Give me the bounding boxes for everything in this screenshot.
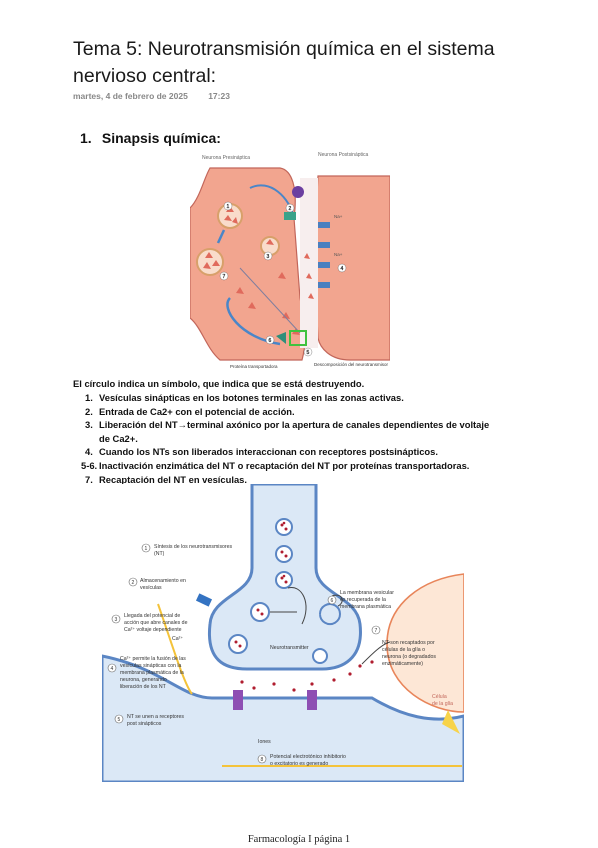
vesicle <box>196 248 224 276</box>
label-action-potential: Llegada del potencial de <box>124 613 180 619</box>
label-membrane-recovery: es recuperada de la <box>340 597 386 603</box>
transport-protein <box>276 332 286 344</box>
neurotransmission-figure: 1 2 3 4 5 6 7 8 Síntesis de los neurotra… <box>102 484 464 782</box>
na-label: Na+ <box>334 214 343 219</box>
calcium-channel <box>284 212 296 220</box>
figure2-number: 5 <box>118 717 121 723</box>
step-text: Inactivación enzimática del NT o recapta… <box>99 459 470 471</box>
glia-cell <box>386 573 464 713</box>
figure2-number: 4 <box>111 666 114 672</box>
label-action-potential: Ca²⁺ voltaje dependiente <box>124 627 182 633</box>
figure1-number: 1 <box>227 204 230 210</box>
steps-list: 1. Vesículas sinápticas en los botones te… <box>73 391 493 486</box>
list-item: 1. Vesículas sinápticas en los botones te… <box>73 391 493 405</box>
label-synthesis: (NT) <box>154 551 165 557</box>
label-storage: vesículas <box>140 585 162 591</box>
postsynaptic-membrane <box>102 654 464 782</box>
page-title: Tema 5: Neurotransmisión química en el s… <box>73 38 495 87</box>
label-storage: Almacenamiento en <box>140 578 186 584</box>
step-text: Vesículas sinápticas en los botones term… <box>99 392 404 403</box>
step-number: 4. <box>85 446 93 458</box>
postsynaptic-label: Neurona Postsináptica <box>318 152 369 158</box>
page-date: martes, 4 de febrero de 2025 <box>73 91 188 101</box>
list-item: 4. Cuando los NTs son liberados interacci… <box>73 445 493 459</box>
label-fusion: neurona, generando <box>120 677 167 683</box>
page-footer: Farmacología I página 1 <box>247 834 351 845</box>
label-reuptake: enzimáticamente) <box>382 661 423 667</box>
calcium-ion <box>292 186 304 198</box>
synapse-figure: Neurona Presináptica Neurona Postsinápti… <box>190 148 390 373</box>
figure1-number: 2 <box>289 206 292 212</box>
figure2-number: 1 <box>145 546 148 552</box>
calcium-channel <box>195 593 213 607</box>
label-fusion: vesículas sinápticas con la <box>120 663 182 669</box>
step-text: Recaptación del NT en vesículas. <box>99 473 247 485</box>
list-item: 3. Liberación del NT→terminal axónico por… <box>73 418 493 445</box>
label-ca: Ca²⁺ <box>172 636 183 642</box>
synaptic-cleft <box>300 178 318 348</box>
step-text: Liberación del NT→terminal axónico por l… <box>99 419 490 444</box>
label-membrane-recovery: membrana plasmática <box>340 604 391 610</box>
figure1-number: 7 <box>223 274 226 280</box>
presynaptic-label: Neurona Presináptica <box>202 155 250 161</box>
label-glia: de la glía <box>432 701 453 707</box>
figure2-number: 6 <box>331 598 334 604</box>
step-number: 1. <box>85 392 93 403</box>
label-potential: o excitatorio es generado <box>270 761 328 767</box>
note-text: El círculo indica un símbolo, que indica… <box>73 378 365 389</box>
label-reuptake: neurona (o degradados <box>382 654 436 660</box>
list-item: 7. Recaptación del NT en vesículas. <box>73 473 493 487</box>
label-fusion: membrana plasmática de la <box>120 670 184 676</box>
figure2-number: 8 <box>261 757 264 763</box>
step-number: 7. <box>85 473 93 485</box>
label-synthesis: Síntesis de los neurotransmisores <box>154 544 233 550</box>
figure1-number: 6 <box>269 338 272 344</box>
step-text: Cuando los NTs son liberados interaccion… <box>99 446 438 458</box>
label-fusion: Ca²⁺ permite la fusión de las <box>120 656 186 662</box>
figure2-number: 2 <box>132 580 135 586</box>
transport-label: Proteína transportadora <box>230 364 278 369</box>
step-number: 3. <box>85 419 93 431</box>
step-text: Entrada de Ca2+ con el potencial de acci… <box>99 405 295 417</box>
figure2-number: 7 <box>375 628 378 634</box>
label-reuptake: células de la glía o <box>382 647 425 653</box>
decomposition-label: Descomposición del neurotransmisor <box>314 362 389 367</box>
figure1-number: 3 <box>267 254 270 260</box>
figure1-number: 4 <box>341 266 344 272</box>
label-receptors: NT se unen a receptores <box>127 714 184 720</box>
figure2-number: 3 <box>115 617 118 623</box>
page-meta: martes, 4 de febrero de 2025 17:23 <box>73 91 230 101</box>
decomposition-circle <box>289 330 307 346</box>
figure1-number: 5 <box>307 350 310 356</box>
na-label-2: Na+ <box>334 252 343 257</box>
section-heading: 1. Sinapsis química: <box>80 130 221 146</box>
label-fusion: liberación de los NT <box>120 684 167 690</box>
list-item: 2. Entrada de Ca2+ con el potencial de ac… <box>73 405 493 419</box>
label-ions: Iones <box>258 739 271 745</box>
section-number: 1. <box>80 130 92 146</box>
label-neurotransmitter: Neurotransmitter <box>270 645 309 651</box>
label-reuptake: NT son recaptados por <box>382 640 435 646</box>
section-label: Sinapsis química: <box>101 130 221 146</box>
label-potential: Potencial electrotónico inhibitorio <box>270 754 346 760</box>
label-glia: Célula <box>432 694 447 700</box>
label-receptors: post sinápticos <box>127 721 162 727</box>
label-membrane-recovery: La membrana vesicular <box>340 590 394 596</box>
step-number: 2. <box>85 405 93 417</box>
list-item: 5-6.Inactivación enzimática del NT o rec… <box>73 459 493 473</box>
page-time: 17:23 <box>208 91 230 101</box>
label-action-potential: acción que abre canales de <box>124 620 188 626</box>
step-number: 5-6. <box>81 459 98 471</box>
